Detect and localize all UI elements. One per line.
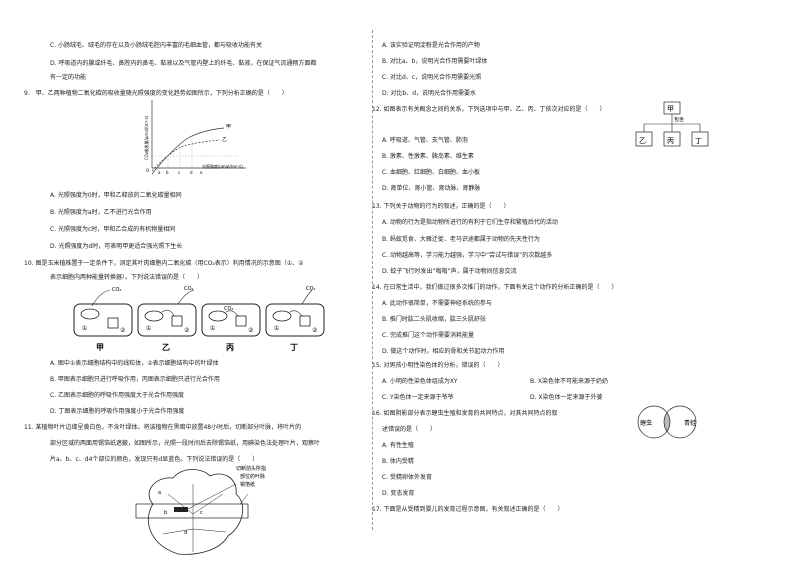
- q10-organelle-2-jia: ②: [120, 327, 126, 334]
- q11-option-c: C. 对比d、c，说明光合作用需要光照: [382, 74, 482, 81]
- q10-option-a: A. 图中①表示细胞结构中的线粒体，②表示细胞结构中的叶绿体: [50, 360, 219, 367]
- q10-co2-bing: CO₂: [224, 306, 233, 312]
- q10-panel-yi: CO₂ ① ② 乙: [137, 286, 197, 352]
- column-divider: [372, 30, 373, 530]
- q10-option-b: B. 甲图表示细胞只进行呼吸作用，丙图表示细胞只进行光合作用: [50, 376, 220, 383]
- q12-stem: 12. 如图表示有关概念之间的关系，下列选项中与甲、乙、丙、丁依次对应的是（ ）: [372, 106, 606, 113]
- q11-part-a: a: [158, 490, 161, 496]
- q10-organelle-1-bing: ①: [210, 325, 215, 332]
- q16-label-locust: 蝗虫: [640, 419, 652, 427]
- q12-option-d: D. 肾单位、肾小管、肾动脉、肾静脉: [382, 185, 481, 192]
- q9-stem: 9. 甲、乙两种植物二氧化碳的吸收量随光照强度的变化趋势如图所示，下列分析正确的…: [24, 90, 288, 97]
- q12-box-bing: 丙: [667, 137, 674, 145]
- q10-stem-line1: 10. 图是玉米植株置于一定条件下，测定其叶肉细胞内二氧化碳（用CO₂表示）利用…: [24, 260, 304, 267]
- q9-tick-b: b: [166, 170, 169, 175]
- q10-stem-line2: 表示细胞内两种能量转换器）。下列说法错误的是（ ）: [50, 274, 204, 281]
- q9-tick-a: a: [158, 170, 161, 175]
- q11-part-b: b: [164, 510, 167, 516]
- q16-venn-diagram: 蝗虫 青蛙: [637, 405, 697, 439]
- q13-stem: 13. 下列关于动物的行为的叙述，正确的是（ ）: [372, 203, 510, 210]
- q17-stem: 17. 下面是从受精到婴儿的发育过程示意图，有关叙述正确的是（ ）: [372, 506, 564, 513]
- q16-option-a: A. 有性生殖: [382, 442, 414, 449]
- q9-x-axis-label: 光照强度/μmol/(m²·s): [202, 163, 243, 169]
- q11-leaf-diagram: 切断前头所指 部位的叶脉 锡箔纸 a b c d: [135, 465, 266, 555]
- q13-option-d: D. 蚊子飞行时发出“嗡嗡”声，属于动物间信息交流: [382, 268, 517, 275]
- q9-y-axis-label: CO₂吸收量/μmol/(m²·s): [143, 115, 149, 160]
- q13-option-c: C. 动物越高等，学习能力越强，学习中“尝试与错误”的次数越多: [382, 252, 553, 259]
- q15-option-a: A. 小明的性染色体组成为XY: [382, 378, 458, 385]
- q10-co2-jia: CO₂: [112, 287, 121, 293]
- q10-co2-yi: CO₂: [184, 286, 193, 292]
- q10-organelle-1-jia: ①: [82, 325, 87, 332]
- q14-stem: 14. 在日常生活中，我们做过很多次推门的动作，下面有关这个动作的分析正确的是（…: [372, 284, 618, 291]
- q10-cell-diagrams: CO₂ ① ② 甲 CO₂ ① ② 乙 CO₂: [73, 286, 325, 352]
- q12-contains-label: 包含: [674, 116, 684, 123]
- q15-stem: 15. 对男孩小明性染色体的分析，错误的（ ）: [372, 362, 504, 369]
- q12-box-jia: 甲: [667, 105, 674, 113]
- q11-option-a: A. 该实验证明淀粉是光合作用的产物: [382, 42, 480, 49]
- q11-option-b: B. 对比a、b，说明光合作用需要叶绿体: [382, 58, 488, 65]
- q10-organelle-2-yi: ②: [184, 327, 190, 334]
- q11-stem-line3: 片a、b、c、d4个部位的颜色，发现只有d显蓝色。下列说法错误的是（ ）: [50, 456, 259, 463]
- q11-part-d: d: [184, 530, 187, 536]
- q16-option-c: C. 受精卵体外发育: [382, 474, 433, 481]
- q12-option-b: B. 激素、性激素、胰岛素、维生素: [382, 153, 474, 160]
- q10-organelle-2-ding: ②: [312, 327, 318, 334]
- q9-option-b: B. 光照强度为a时，乙不进行光合作用: [50, 209, 152, 216]
- q9-option-c: C. 光照强度为c时，甲和乙合成的有机物量相同: [50, 226, 176, 233]
- q12-box-ding: 丁: [695, 137, 702, 145]
- q9-option-a: A. 光照强度为0时，甲和乙释放的二氧化碳量相同: [50, 192, 182, 199]
- q9-option-d: D. 光照强度为d时，可表明甲更适合强光照下生长: [50, 243, 183, 250]
- q16-option-d: D. 变态发育: [382, 490, 415, 497]
- q11-label-vein: 部位的叶脉: [240, 473, 265, 480]
- q10-organelle-1-yi: ①: [146, 325, 151, 332]
- q10-panel-jia: CO₂ ① ② 甲: [73, 287, 133, 352]
- q11-stem-line2: 部分区域的两面用锡箔纸遮蔽，如图所示，光照一段时间后去除锡箔纸，用碘染色法处理叶…: [50, 440, 321, 447]
- q16-stem-line1: 16. 如图阴影部分表示蝗虫生殖和发育的共同特点，对其共同特点的叙: [372, 410, 558, 417]
- q16-stem-line2: 述错误的是（ ）: [382, 426, 437, 433]
- q9-tick-e: e: [200, 170, 203, 175]
- q9-curve-label-jia: 甲: [226, 124, 231, 130]
- q10-option-d: D. 丁图表示细胞的呼吸作用强度小于光合作用强度: [50, 408, 185, 415]
- q14-option-c: C. 完成推门这个动作需要消耗能量: [382, 332, 475, 339]
- q13-option-a: A. 动物的行为是指动物所进行的有利于它们生存和繁殖后代的活动: [382, 219, 558, 226]
- q11-label-foil: 锡箔纸: [240, 481, 255, 488]
- q12-concept-diagram: 甲 包含 乙 丙 丁: [635, 101, 709, 147]
- q10-panel-label-yi: 乙: [162, 343, 170, 352]
- q13-option-b: B. 蚂蚁觅食、大雁迁徙、老马识途都属于动物的先天性行为: [382, 236, 540, 243]
- q10-panel-label-ding: 丁: [290, 343, 298, 352]
- q15-option-b: B. X染色体不可能来源于奶奶: [530, 378, 609, 385]
- q11-option-d: D. 对比b、d，说明光合作用需要水: [382, 90, 477, 97]
- q15-option-c: C. Y染色体一定来源于爷爷: [382, 394, 454, 401]
- q10-panel-label-jia: 甲: [96, 343, 104, 352]
- q14-option-b: B. 推门时肱二头肌收缩，肱三头肌舒张: [382, 316, 486, 323]
- q10-co2-ding: CO₂: [306, 286, 315, 292]
- q10-organelle-1-ding: ①: [274, 325, 279, 332]
- q11-label-cut: 切断前头所指: [236, 465, 266, 472]
- q9-tick-c: c: [178, 170, 180, 175]
- prev-option-d-cont: 有一定的功能: [50, 74, 87, 81]
- q9-tick-d: d: [190, 170, 193, 175]
- q12-option-a: A. 呼吸道、气管、支气管、肺泡: [382, 137, 468, 144]
- q10-option-c: C. 乙图表示细胞的呼吸作用强度大于光合作用强度: [50, 392, 185, 399]
- prev-option-c: C. 小肠绒毛、绒毛的存在以及小肠绒毛腔内丰富的毛细血管，都与吸收功能有关: [50, 42, 263, 49]
- q9-light-co2-graph: 甲 乙 O a b c d e 光照强度/μmol/(m²·s) CO₂吸收量/…: [143, 100, 246, 175]
- q9-tick-o: O: [146, 168, 149, 173]
- q14-option-a: A. 此动作很简单，不需要神经系统的参与: [382, 300, 492, 307]
- q11-stem-line1: 11. 某植物叶片边缘呈黄白色，不含叶绿体。将该植物在黑暗中放置48小时后，切断…: [24, 424, 302, 431]
- q10-panel-ding: CO₂ ① ② 丁: [265, 286, 325, 352]
- q15-option-d: D. X染色体一定来源于外婆: [530, 394, 603, 401]
- q9-curve-label-yi: 乙: [222, 136, 227, 143]
- q12-option-c: C. 血细胞、红细胞、白细胞、血小板: [382, 169, 481, 176]
- q16-label-frog: 青蛙: [684, 419, 696, 427]
- q16-option-b: B. 体内受精: [382, 458, 414, 465]
- q10-panel-label-bing: 丙: [226, 343, 234, 352]
- q10-organelle-2-bing: ②: [248, 327, 254, 334]
- q11-part-c: c: [200, 510, 203, 516]
- q14-option-d: D. 做这个动作时，相应的骨和关节起动力作用: [382, 348, 505, 355]
- q10-panel-bing: CO₂ ① ② 丙: [201, 303, 261, 352]
- prev-option-d: D. 呼吸道内的腺或纤毛、鼻腔内的鼻毛、黏液以及气管内壁上的纤毛、黏液，在保证气…: [50, 60, 317, 67]
- q12-box-yi: 乙: [639, 137, 646, 145]
